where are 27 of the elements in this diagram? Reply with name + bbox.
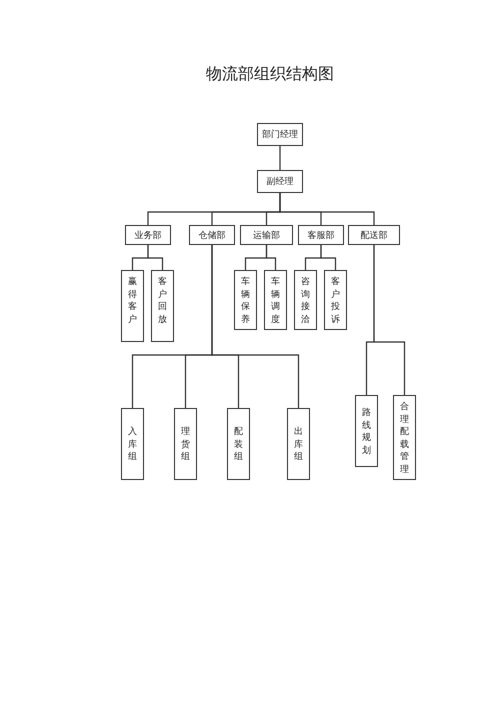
org-box: 配送部 xyxy=(348,225,400,245)
org-box: 车辆保养 xyxy=(234,270,257,330)
connector-line xyxy=(266,245,276,270)
org-box: 合理配载管理 xyxy=(393,395,416,480)
connector-line xyxy=(279,193,375,225)
org-box: 出库组 xyxy=(287,408,310,480)
connector-line xyxy=(373,245,406,395)
connector-line xyxy=(279,146,281,170)
org-box: 部门经理 xyxy=(257,123,303,146)
org-box: 业务部 xyxy=(125,225,171,245)
org-box: 入库组 xyxy=(121,408,144,480)
org-box: 客服部 xyxy=(298,225,344,245)
org-box: 运输部 xyxy=(240,225,293,245)
diagram-title: 物流部组织结构图 xyxy=(205,64,335,85)
org-box: 车辆调度 xyxy=(264,270,287,330)
org-box: 客户回放 xyxy=(151,270,174,342)
org-box: 客户投诉 xyxy=(324,270,347,330)
org-box: 路线规划 xyxy=(355,395,378,467)
org-box: 理货组 xyxy=(174,408,197,480)
org-box: 副经理 xyxy=(257,170,303,193)
org-box: 配装组 xyxy=(227,408,250,480)
org-box: 仓储部 xyxy=(189,225,235,245)
connector-line xyxy=(211,245,300,408)
org-box: 咨询接洽 xyxy=(294,270,317,330)
org-box: 赢得客户 xyxy=(121,270,144,342)
connector-line xyxy=(320,245,336,270)
connector-line xyxy=(147,245,164,270)
